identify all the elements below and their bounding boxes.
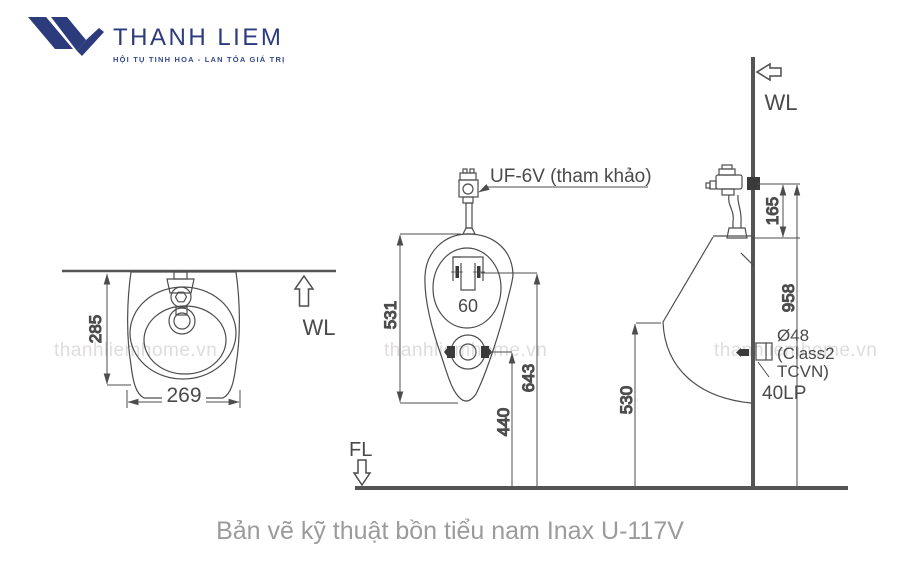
top-view-spreader [166,271,196,335]
dim-643-label: 643 [519,364,538,392]
brand-logo-icon [28,17,104,56]
drain-spec-line1: Ø48 [777,326,809,345]
watermark-left: thanhliemhome.vn [54,340,218,361]
brand-name: THANH LIEM [113,24,284,51]
front-view-flush-valve [458,168,479,235]
dim-269-label: 269 [166,384,201,407]
valve-label-leader [478,184,648,193]
top-view: 285 269 [62,269,336,408]
dim-269-mask [162,386,206,404]
watermark-center: thanhliemhome.vn [384,340,548,361]
dim-285-label: 285 [86,315,105,343]
drain-spec-line3: TCVN) [777,362,829,381]
side-view: 165 958 530 [616,57,801,490]
floor-level-arrow-down [352,459,372,487]
dim-440 [489,351,516,487]
wall-level-arrow-up [293,274,315,307]
brand-logo: THANH LIEM HỘI TỤ TINH HOA - LAN TỎA GIÁ… [24,12,285,64]
trap-type-label: 40LP [762,383,806,404]
floor-level-label: FL [349,439,372,461]
dim-531-label: 531 [381,301,400,329]
front-view-body-outline [424,233,514,402]
side-view-flush-valve [705,164,760,239]
wall-level-label-top-view: WL [303,315,336,340]
front-view-rim [432,247,502,329]
dim-60-label: 60 [458,296,478,316]
side-view-drain-pipe [736,342,773,378]
side-view-body-profile [662,235,755,404]
brand-tagline: HỘI TỤ TINH HOA - LAN TỎA GIÁ TRỊ [113,55,286,64]
wall-level-label-side-view: WL [765,90,798,115]
top-view-body-outline [127,271,240,399]
dim-531 [396,233,461,404]
valve-ref-label: UF-6V (tham khảo) [490,166,652,187]
drain-spec-label: Ø48 (Class2 TCVN) [777,326,835,381]
dim-958-label: 958 [779,284,798,312]
front-view: 60 531 643 [380,168,648,487]
dim-165 [751,183,800,239]
drain-spec-line2: (Class2 [777,344,835,363]
floor [352,459,848,490]
dim-530 [631,322,661,487]
front-view-fixing-bracket [451,256,485,291]
dim-440-label: 440 [494,408,513,436]
top-view-rim-outer [129,286,237,380]
drawing-caption: Bản vẽ kỹ thuật bồn tiểu nam Inax U-117V [216,517,684,545]
dim-530-label: 530 [617,386,636,414]
dim-643 [481,272,541,487]
front-view-drain [444,334,492,370]
brand-logo-text: THANH LIEM HỘI TỤ TINH HOA - LAN TỎA GIÁ… [113,12,285,64]
dim-285 [103,273,131,386]
dim-165-label: 165 [763,197,782,225]
wall-level-arrow-left [755,62,782,82]
top-view-rim-inner [143,305,227,375]
